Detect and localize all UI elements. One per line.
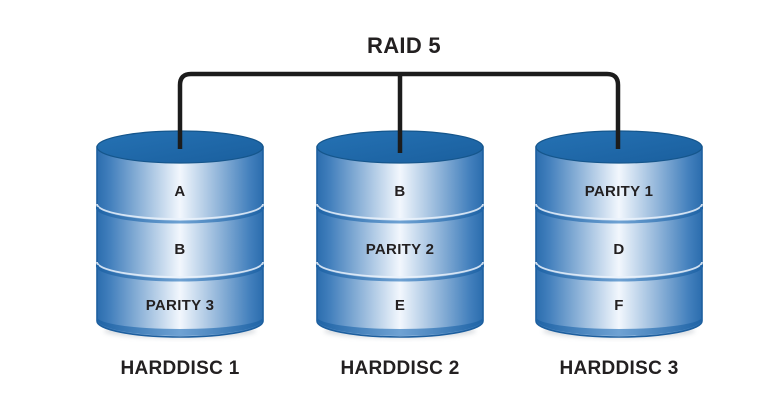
segment-divider-highlight	[96, 203, 264, 220]
disk-name-label: HARDDISC 1	[120, 358, 240, 379]
segment-divider-highlight	[316, 261, 484, 278]
disk-name-label: HARDDISC 2	[340, 358, 460, 379]
disk-bottom-rim	[97, 317, 263, 336]
segment-label: A	[174, 183, 186, 200]
segment-label: PARITY 2	[365, 241, 435, 258]
harddisc-3: PARITY 1 D F HARDDISC 3	[535, 130, 703, 400]
disk-top	[316, 130, 484, 164]
disk-bottom-rim	[317, 317, 483, 336]
segment-divider	[316, 206, 484, 224]
harddisc-2: B PARITY 2 E HARDDISC 2	[316, 130, 484, 400]
segment-label: D	[613, 241, 625, 258]
disk-bottom-rim	[536, 317, 702, 336]
segment-divider	[535, 206, 703, 224]
segment-divider	[96, 264, 264, 282]
segment-divider-highlight	[96, 261, 264, 278]
disk-body	[96, 146, 264, 338]
segment-label: PARITY 3	[145, 297, 215, 314]
segment-label: PARITY 1	[584, 183, 654, 200]
disk-body	[535, 146, 703, 338]
disk-name-label: HARDDISC 3	[559, 358, 679, 379]
segment-label: B	[394, 183, 406, 200]
segment-label: E	[394, 297, 406, 314]
segment-divider-highlight	[535, 261, 703, 278]
segment-divider-highlight	[316, 203, 484, 220]
segment-divider-highlight	[535, 203, 703, 220]
segment-divider	[535, 264, 703, 282]
segment-label: F	[614, 297, 624, 314]
harddisc-1: A B PARITY 3 HARDDISC 1	[96, 130, 264, 400]
segment-divider	[96, 206, 264, 224]
diagram-title: RAID 5	[367, 33, 441, 58]
disk-body	[316, 146, 484, 338]
disk-top	[96, 130, 264, 164]
segment-label: B	[174, 241, 186, 258]
segment-divider	[316, 264, 484, 282]
disk-top	[535, 130, 703, 164]
